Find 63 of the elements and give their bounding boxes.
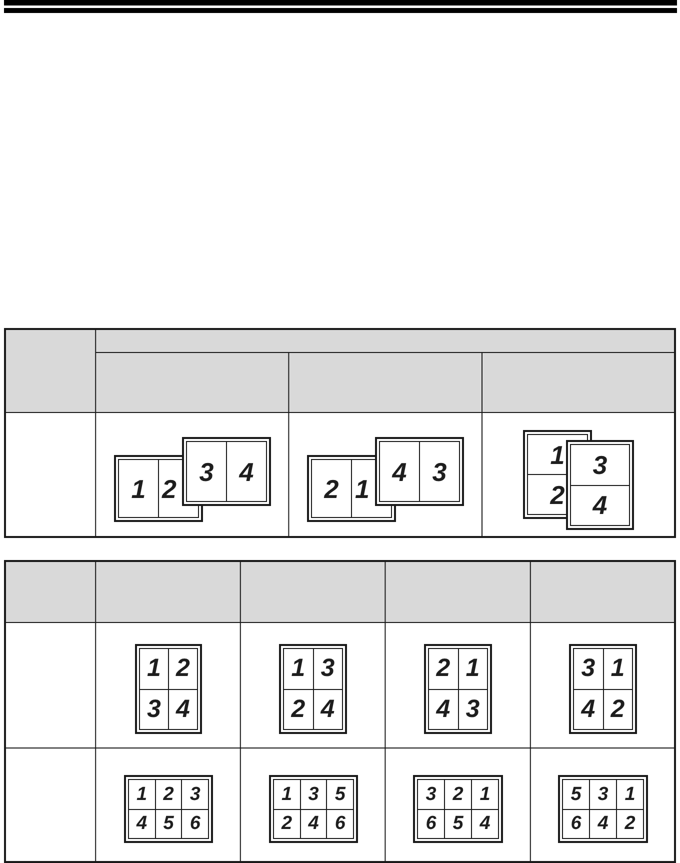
page-number: 5 (163, 814, 174, 834)
page-number: 1 (480, 784, 490, 804)
page-number: 1 (550, 442, 565, 468)
page-number: 3 (320, 656, 335, 682)
page-number: 3 (592, 452, 608, 478)
page-number: 1 (610, 656, 625, 682)
page-number: 3 (147, 696, 161, 722)
page-number: 4 (176, 696, 190, 722)
page-number: 2 (550, 482, 565, 508)
page-number: 4 (436, 696, 450, 722)
page-number: 3 (432, 458, 447, 484)
page-number: 6 (190, 814, 200, 834)
page-number: 5 (452, 814, 464, 834)
page-number: 4 (392, 458, 407, 484)
page-number: 1 (282, 784, 292, 804)
page-number: 3 (426, 784, 436, 804)
page-sheet (566, 440, 634, 530)
page-number: 2 (324, 476, 339, 502)
page-number: 4 (581, 696, 596, 722)
page-number: 6 (570, 814, 582, 834)
page-number: 2 (624, 814, 636, 834)
page-number: 3 (598, 784, 608, 804)
page-number: 4 (598, 814, 608, 834)
page-number: 4 (136, 814, 148, 834)
page-number: 4 (320, 696, 335, 722)
page-sheet (135, 644, 202, 734)
page-number: 6 (426, 814, 436, 834)
page-number: 2 (162, 476, 176, 502)
page-number: 1 (131, 476, 146, 502)
page-sheet (279, 644, 347, 734)
page-sheet (413, 775, 503, 843)
page-sheet (569, 644, 637, 734)
page-number: 5 (570, 784, 582, 804)
page-sheet (124, 775, 213, 843)
page-number: 1 (291, 656, 306, 682)
page-number: 4 (592, 492, 608, 518)
page-number: 4 (308, 814, 319, 834)
page-number: 5 (334, 784, 346, 804)
page-number: 3 (308, 784, 319, 804)
page-number: 3 (466, 696, 480, 722)
page-sheet (558, 775, 648, 843)
page-number: 2 (291, 696, 306, 722)
page-sheet (424, 644, 492, 734)
page-number: 1 (136, 784, 148, 804)
page-number: 2 (452, 784, 464, 804)
page-number: 1 (355, 476, 370, 502)
page-number: 3 (190, 784, 200, 804)
page-number: 2 (610, 696, 625, 722)
page-sheet (182, 437, 271, 506)
page-number: 2 (282, 814, 292, 834)
page-number: 2 (163, 784, 174, 804)
page-number: 3 (199, 458, 214, 484)
page-sheet (375, 437, 464, 506)
page-number: 1 (624, 784, 636, 804)
page-number: 2 (176, 656, 190, 682)
page-number: 4 (480, 814, 490, 834)
page-number: 4 (239, 458, 254, 484)
page-sheet (269, 775, 358, 843)
page-number: 2 (436, 656, 450, 682)
page-number: 6 (334, 814, 346, 834)
page-number: 1 (466, 656, 480, 682)
page-number: 3 (581, 656, 596, 682)
page-number: 1 (147, 656, 161, 682)
